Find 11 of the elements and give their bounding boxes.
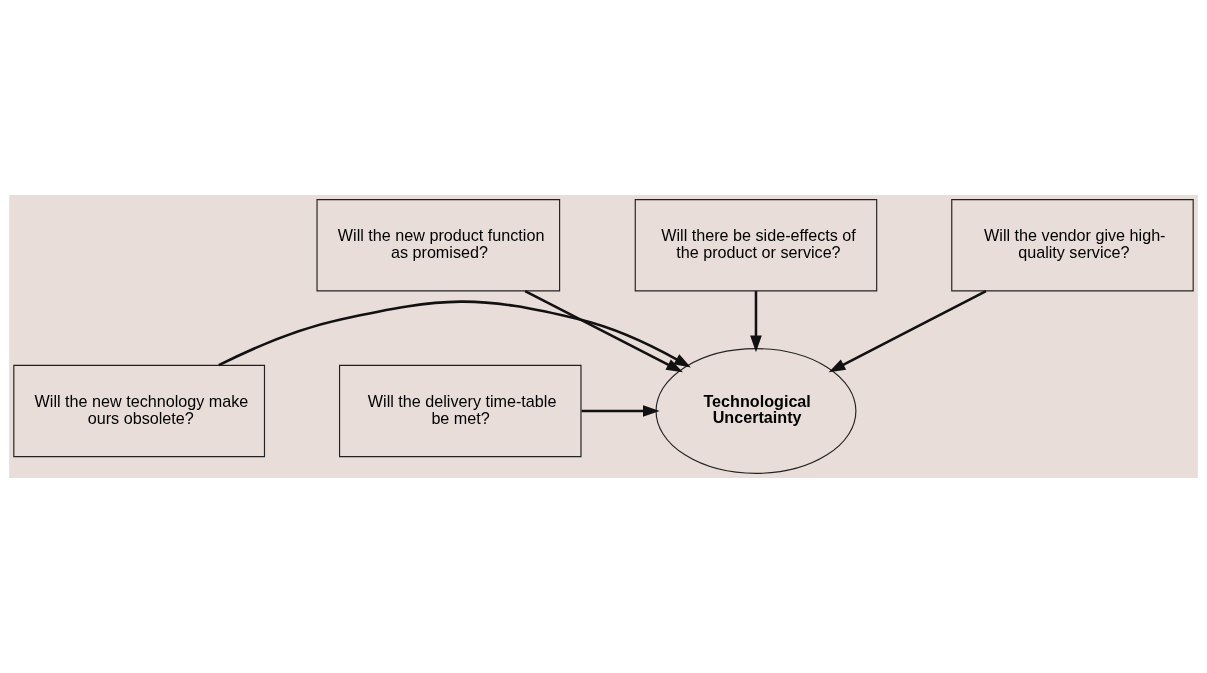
arrow bbox=[581, 405, 660, 417]
arrow bbox=[218, 300, 691, 368]
arrow bbox=[828, 289, 987, 373]
arrow bbox=[524, 289, 683, 373]
node-ellipse: Technological Uncertainty bbox=[655, 348, 857, 474]
node-box: Will the new technology make ours obsolete? bbox=[13, 364, 266, 458]
node-box: Will there be side-effects of the product or service? bbox=[634, 199, 878, 292]
node-box: Will the new product function as promised? bbox=[316, 199, 561, 292]
arrow bbox=[750, 291, 762, 353]
node-box: Will the delivery time-table be met? bbox=[339, 364, 582, 458]
node-box: Will the vendor give high-quality service? bbox=[951, 199, 1194, 292]
